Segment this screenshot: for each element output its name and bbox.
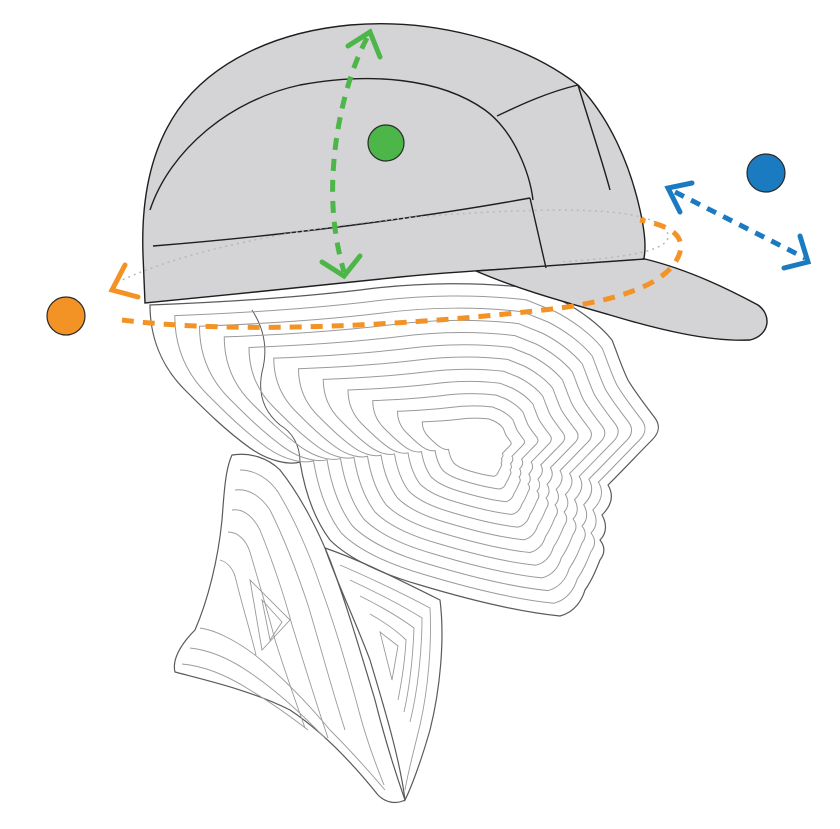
cap-seam-side	[577, 84, 611, 191]
depth-measurement	[319, 28, 405, 280]
circumference-marker-dot	[46, 296, 86, 336]
head-contour-ring	[274, 345, 592, 553]
cap-brim	[475, 258, 768, 341]
ear-outline	[251, 309, 301, 463]
brim-arrow-line	[673, 189, 807, 261]
cap-seam-vertical	[529, 197, 547, 269]
head-contour-ring	[348, 381, 551, 514]
head-contour-ring	[299, 357, 579, 540]
circumference-arrow-head	[108, 262, 141, 300]
ellipse-arrow-icon	[121, 217, 684, 330]
brim-marker-dot	[746, 153, 786, 193]
brim-measurement	[664, 153, 812, 271]
neck-contour-lines	[181, 469, 431, 791]
double-arrow-icon-bottom	[319, 253, 363, 280]
cycling-cap-illustration	[111, 23, 768, 341]
head-contour-ring	[398, 406, 525, 489]
head-contour-lines	[175, 296, 645, 603]
depth-marker-dot	[367, 124, 405, 162]
head-contour-ring	[249, 333, 605, 566]
neck-front-outline	[324, 547, 443, 803]
double-arrow-icon-top	[345, 28, 383, 60]
head-illustration	[149, 283, 659, 804]
cap-seam-back	[496, 84, 579, 117]
cap-seam-front	[149, 77, 534, 211]
head-contour-ring	[373, 394, 538, 502]
circumference-measurement	[46, 217, 684, 336]
neck-back-outline	[173, 453, 406, 804]
head-contour-ring	[200, 308, 632, 590]
head-contour-ring	[175, 296, 645, 603]
circumference-guide-dotted	[111, 209, 669, 286]
double-arrow-icon-left	[664, 180, 695, 215]
head-contour-ring	[224, 320, 618, 578]
head-contour-ring	[422, 418, 511, 476]
head-outline	[149, 283, 659, 617]
cap-seam-lower-band	[152, 197, 531, 247]
depth-arrow-line	[330, 36, 370, 273]
double-arrow-icon-right	[781, 233, 812, 271]
head-contour-ring	[323, 369, 565, 527]
